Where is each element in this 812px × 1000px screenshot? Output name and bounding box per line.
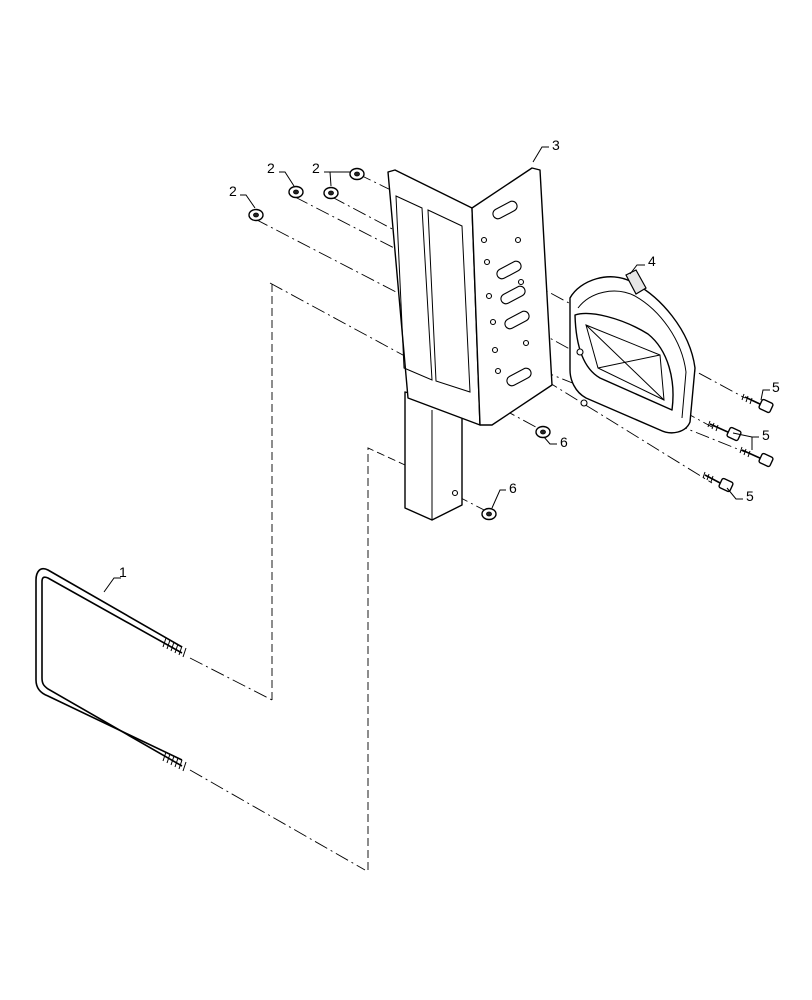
u-bolt-part-1 [35, 567, 187, 772]
callout-6-a: 6 [560, 434, 568, 450]
callout-2-a: 2 [229, 183, 237, 199]
housing-part-4 [569, 269, 696, 434]
callout-5-b: 5 [762, 427, 770, 443]
callout-3: 3 [552, 137, 560, 153]
nut-part-6 [481, 425, 551, 521]
bolt-part-5 [702, 393, 774, 493]
nut-part-2 [248, 167, 365, 222]
callout-6-b: 6 [509, 480, 517, 496]
u-bolt-thread-bottom [162, 751, 187, 772]
callout-2-c: 2 [312, 160, 320, 176]
bolt-2 [707, 420, 742, 442]
callout-5-c: 5 [746, 488, 754, 504]
bolt-1 [741, 393, 774, 414]
callout-2-b: 2 [267, 160, 275, 176]
callout-labels: 1 2 2 2 3 4 5 5 5 6 6 [119, 137, 780, 580]
vertical-guide-lines [270, 282, 406, 870]
callout-5-a: 5 [772, 379, 780, 395]
bracket-part-3 [387, 167, 553, 521]
u-bolt-thread-top [162, 637, 187, 658]
callout-1: 1 [119, 564, 127, 580]
bolt-4 [702, 471, 734, 493]
bolt-3 [739, 446, 774, 468]
leader-lines [103, 146, 770, 593]
callout-4: 4 [648, 253, 656, 269]
